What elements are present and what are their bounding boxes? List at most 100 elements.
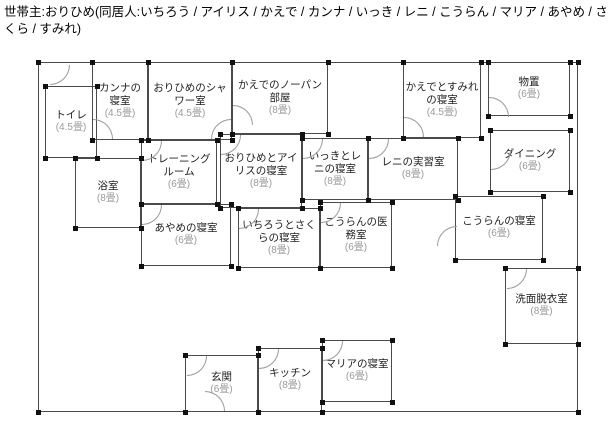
vertex-marker[interactable] bbox=[236, 206, 241, 211]
room-name-label: トレーニングルーム bbox=[147, 152, 211, 178]
vertex-marker[interactable] bbox=[568, 128, 573, 133]
vertex-marker[interactable] bbox=[541, 258, 546, 263]
vertex-marker[interactable] bbox=[366, 136, 371, 141]
vertex-marker[interactable] bbox=[95, 84, 100, 89]
vertex-marker[interactable] bbox=[300, 132, 305, 137]
vertex-marker[interactable] bbox=[73, 226, 78, 231]
vertex-marker[interactable] bbox=[230, 138, 235, 143]
vertex-marker[interactable] bbox=[320, 410, 325, 415]
vertex-marker[interactable] bbox=[229, 202, 234, 207]
vertex-marker[interactable] bbox=[576, 266, 581, 271]
room-washroom[interactable]: 洗面脱衣室(8畳) bbox=[505, 268, 578, 344]
vertex-marker[interactable] bbox=[300, 136, 305, 141]
vertex-marker[interactable] bbox=[486, 114, 491, 119]
vertex-marker[interactable] bbox=[320, 346, 325, 351]
vertex-marker[interactable] bbox=[215, 138, 220, 143]
vertex-marker[interactable] bbox=[90, 60, 95, 65]
vertex-marker[interactable] bbox=[230, 60, 235, 65]
vertex-marker[interactable] bbox=[503, 342, 508, 347]
vertex-marker[interactable] bbox=[488, 190, 493, 195]
vertex-marker[interactable] bbox=[90, 138, 95, 143]
vertex-marker[interactable] bbox=[320, 338, 325, 343]
room-storage[interactable]: 物置(6畳) bbox=[488, 62, 570, 116]
vertex-marker[interactable] bbox=[479, 60, 484, 65]
room-kaede-sumire-bedroom[interactable]: かえでとすみれの寝室(4.5畳) bbox=[403, 62, 481, 138]
room-training-room[interactable]: トレーニングルーム(6畳) bbox=[141, 140, 217, 204]
vertex-marker[interactable] bbox=[215, 202, 220, 207]
vertex-marker[interactable] bbox=[256, 353, 261, 358]
room-ayame-bedroom[interactable]: あやめの寝室(6畳) bbox=[141, 204, 231, 266]
vertex-marker[interactable] bbox=[456, 198, 461, 203]
vertex-marker[interactable] bbox=[576, 60, 581, 65]
vertex-marker[interactable] bbox=[366, 198, 371, 203]
vertex-marker[interactable] bbox=[139, 264, 144, 269]
vertex-marker[interactable] bbox=[183, 410, 188, 415]
room-maria-bedroom[interactable]: マリアの寝室(6畳) bbox=[322, 340, 392, 402]
vertex-marker[interactable] bbox=[320, 400, 325, 405]
vertex-marker[interactable] bbox=[488, 128, 493, 133]
vertex-marker[interactable] bbox=[218, 132, 223, 137]
vertex-marker[interactable] bbox=[486, 60, 491, 65]
room-kouran-bedroom[interactable]: こうらんの寝室(6畳) bbox=[455, 196, 543, 260]
room-toilet[interactable]: トイレ(4.5畳) bbox=[45, 86, 97, 158]
vertex-marker[interactable] bbox=[326, 132, 331, 137]
vertex-marker[interactable] bbox=[256, 410, 261, 415]
vertex-marker[interactable] bbox=[401, 60, 406, 65]
room-name-label: 洗面脱衣室 bbox=[515, 293, 568, 306]
vertex-marker[interactable] bbox=[256, 346, 261, 351]
vertex-marker[interactable] bbox=[300, 198, 305, 203]
room-entrance[interactable]: 玄関(6畳) bbox=[185, 355, 258, 412]
vertex-marker[interactable] bbox=[218, 206, 223, 211]
room-kitchen[interactable]: キッチン(8畳) bbox=[258, 348, 322, 412]
vertex-marker[interactable] bbox=[479, 136, 484, 141]
vertex-marker[interactable] bbox=[146, 60, 151, 65]
room-size-label: (8畳) bbox=[278, 380, 302, 392]
vertex-marker[interactable] bbox=[300, 206, 305, 211]
vertex-marker[interactable] bbox=[503, 266, 508, 271]
room-kaede-nopan-room[interactable]: かえでのノーパン部屋(8畳) bbox=[232, 62, 328, 134]
vertex-marker[interactable] bbox=[326, 60, 331, 65]
room-ikki-reni-bedroom[interactable]: いっきとレニの寝室(8畳) bbox=[302, 138, 368, 200]
vertex-marker[interactable] bbox=[568, 114, 573, 119]
room-name-label: カンナの寝室 bbox=[99, 81, 141, 107]
vertex-marker[interactable] bbox=[541, 194, 546, 199]
vertex-marker[interactable] bbox=[390, 400, 395, 405]
vertex-marker[interactable] bbox=[318, 266, 323, 271]
vertex-marker[interactable] bbox=[36, 60, 41, 65]
vertex-marker[interactable] bbox=[576, 410, 581, 415]
vertex-marker[interactable] bbox=[139, 138, 144, 143]
room-reni-practice-room[interactable]: レニの実習室(8畳) bbox=[368, 138, 458, 200]
vertex-marker[interactable] bbox=[139, 226, 144, 231]
room-dining[interactable]: ダイニング(6畳) bbox=[490, 130, 570, 192]
vertex-marker[interactable] bbox=[318, 200, 323, 205]
vertex-marker[interactable] bbox=[139, 202, 144, 207]
vertex-marker[interactable] bbox=[236, 266, 241, 271]
vertex-marker[interactable] bbox=[139, 156, 144, 161]
room-orihime-iris-bedroom[interactable]: おりひめとアイリスの寝室(8畳) bbox=[220, 134, 302, 208]
vertex-marker[interactable] bbox=[390, 338, 395, 343]
vertex-marker[interactable] bbox=[95, 156, 100, 161]
room-orihime-shower[interactable]: おりひめのシャワー室(4.5畳) bbox=[148, 62, 232, 140]
vertex-marker[interactable] bbox=[568, 190, 573, 195]
vertex-marker[interactable] bbox=[183, 353, 188, 358]
vertex-marker[interactable] bbox=[453, 258, 458, 263]
vertex-marker[interactable] bbox=[401, 136, 406, 141]
room-kanna-bedroom[interactable]: カンナの寝室(4.5畳) bbox=[92, 62, 148, 140]
vertex-marker[interactable] bbox=[230, 132, 235, 137]
vertex-marker[interactable] bbox=[576, 342, 581, 347]
vertex-marker[interactable] bbox=[456, 136, 461, 141]
vertex-marker[interactable] bbox=[43, 84, 48, 89]
vertex-marker[interactable] bbox=[453, 194, 458, 199]
vertex-marker[interactable] bbox=[390, 266, 395, 271]
vertex-marker[interactable] bbox=[36, 410, 41, 415]
room-kouran-office[interactable]: こうらんの医務室(6畳) bbox=[320, 202, 392, 268]
vertex-marker[interactable] bbox=[146, 138, 151, 143]
vertex-marker[interactable] bbox=[390, 200, 395, 205]
vertex-marker[interactable] bbox=[73, 156, 78, 161]
room-bathroom[interactable]: 浴室(8畳) bbox=[75, 158, 141, 228]
vertex-marker[interactable] bbox=[229, 264, 234, 269]
vertex-marker[interactable] bbox=[43, 156, 48, 161]
vertex-marker[interactable] bbox=[568, 60, 573, 65]
vertex-marker[interactable] bbox=[318, 206, 323, 211]
room-ichiro-sakura-bedroom[interactable]: いちろうとさくらの寝室(8畳) bbox=[238, 208, 320, 268]
